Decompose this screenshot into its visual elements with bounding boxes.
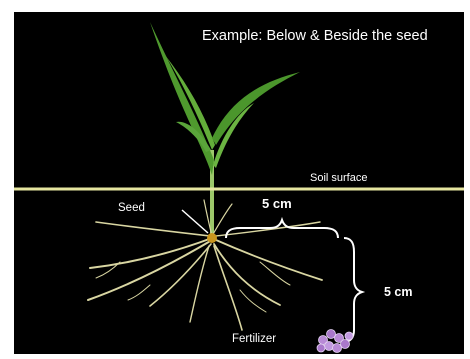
fertilizer-granule xyxy=(345,332,353,340)
fertilizer-granule xyxy=(341,340,350,349)
fertilizer-granule xyxy=(325,342,334,351)
seed-dot xyxy=(207,233,217,243)
fertilizer-granule xyxy=(333,344,342,353)
fertilizer-label: Fertilizer xyxy=(232,333,276,345)
horizontal-distance-label: 5 cm xyxy=(262,196,292,211)
fertilizer-granule xyxy=(317,344,325,352)
fertilizer-granule xyxy=(327,330,336,339)
diagram-title: Example: Below & Beside the seed xyxy=(202,28,428,44)
seed-label: Seed xyxy=(118,202,145,214)
vertical-distance-label: 5 cm xyxy=(384,285,413,299)
diagram-background xyxy=(14,12,464,354)
soil-surface-label: Soil surface xyxy=(310,172,367,184)
